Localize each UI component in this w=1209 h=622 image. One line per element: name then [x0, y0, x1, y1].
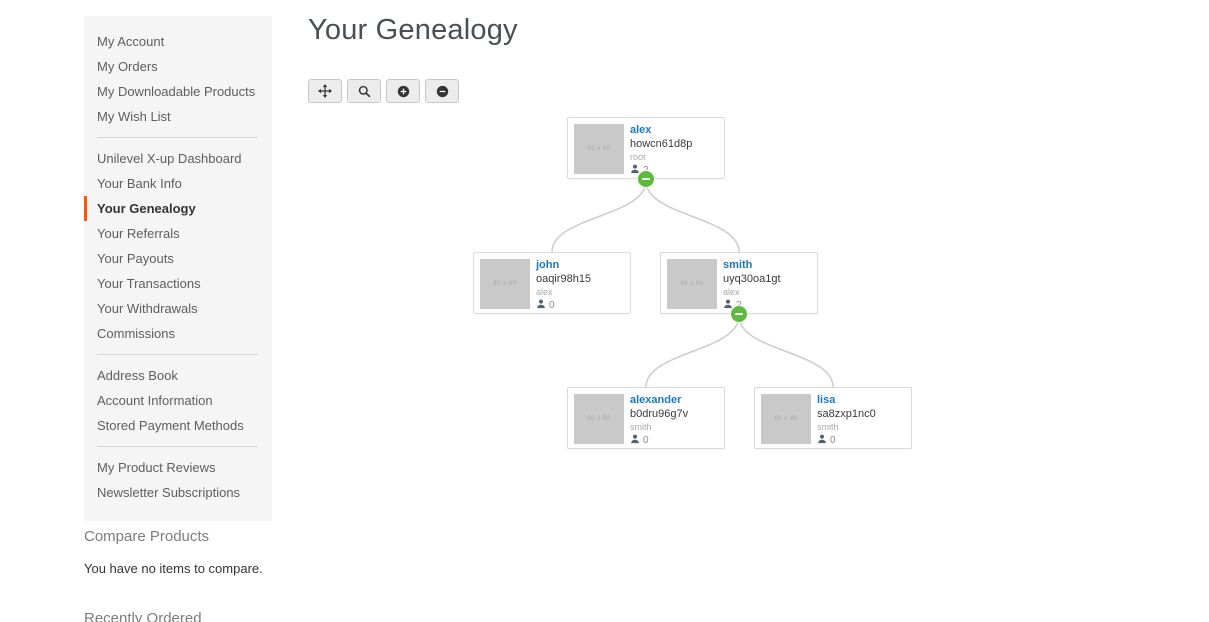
sidebar-item-my-orders[interactable]: My Orders: [97, 59, 158, 74]
collapse-node-button[interactable]: [638, 171, 654, 187]
person-icon: [817, 434, 827, 448]
member-downline-count: 0: [817, 434, 876, 448]
sidebar-item-your-bank-info[interactable]: Your Bank Info: [97, 176, 182, 191]
sidebar-item-my-wish-list[interactable]: My Wish List: [97, 109, 171, 124]
member-info: smith uyq30oa1gt alex 2: [723, 258, 781, 313]
member-referral-code: uyq30oa1gt: [723, 273, 781, 285]
member-name-link[interactable]: john: [536, 259, 560, 271]
sidebar-item-your-withdrawals[interactable]: Your Withdrawals: [97, 301, 198, 316]
member-downline-count: 2: [723, 299, 781, 313]
minus-icon: [642, 178, 650, 180]
member-name-link[interactable]: smith: [723, 259, 753, 271]
member-downline-count: 0: [536, 299, 591, 313]
member-info: alexander b0dru96g7v smith 0: [630, 393, 688, 448]
sidebar-item-my-account[interactable]: My Account: [97, 34, 165, 49]
sidebar-divider: [97, 354, 258, 355]
sidebar-item-unilevel-x-up-dashboard[interactable]: Unilevel X-up Dashboard: [97, 151, 242, 166]
person-icon: [536, 299, 546, 313]
tree-link: [645, 180, 740, 253]
sidebar-item-account-information[interactable]: Account Information: [97, 393, 213, 408]
member-info: lisa sa8zxp1nc0 smith 0: [817, 393, 876, 448]
tree-node-alex: 60 x 60 alex howcn61d8p root 2: [567, 117, 725, 179]
compare-products-title: Compare Products: [84, 528, 210, 545]
member-sponsor-label: root: [630, 152, 646, 162]
member-avatar-placeholder: 60 x 60: [574, 394, 624, 444]
zoom-out-button[interactable]: [425, 79, 459, 103]
member-referral-code: oaqir98h15: [536, 273, 592, 285]
tree-node-alexander: 60 x 60 alexander b0dru96g7v smith 0: [567, 387, 725, 449]
pan-button[interactable]: [308, 79, 342, 103]
sidebar-item-your-payouts[interactable]: Your Payouts: [97, 251, 174, 266]
sidebar-item-my-product-reviews[interactable]: My Product Reviews: [97, 460, 216, 475]
member-sponsor-label: alex: [536, 287, 553, 297]
tree-link: [645, 315, 740, 388]
sidebar-item-commissions[interactable]: Commissions: [97, 326, 176, 341]
member-downline-count: 2: [630, 164, 692, 178]
page-title: Your Genealogy: [308, 14, 518, 46]
account-sidebar: My Account My Orders My Downloadable Produ…: [84, 16, 272, 521]
member-referral-code: howcn61d8p: [630, 138, 693, 150]
minus-circle-icon: [436, 85, 449, 98]
member-sponsor-label: alex: [723, 287, 740, 297]
sidebar-item-newsletter-subscriptions[interactable]: Newsletter Subscriptions: [97, 485, 241, 500]
compare-empty-message: You have no items to compare.: [84, 561, 263, 576]
zoom-in-button[interactable]: [386, 79, 420, 103]
person-icon: [630, 164, 640, 178]
member-avatar-placeholder: 60 x 60: [761, 394, 811, 444]
move-icon: [318, 84, 332, 98]
member-avatar-placeholder: 60 x 60: [480, 259, 530, 309]
member-name-link[interactable]: alex: [630, 124, 652, 136]
sidebar-divider: [97, 446, 258, 447]
person-icon: [723, 299, 733, 313]
member-info: john oaqir98h15 alex 0: [536, 258, 591, 313]
search-icon: [358, 85, 371, 98]
person-icon: [630, 434, 640, 448]
collapse-node-button[interactable]: [731, 306, 747, 322]
search-button[interactable]: [347, 79, 381, 103]
tree-toolbar: [308, 79, 459, 103]
sidebar-item-stored-payment-methods[interactable]: Stored Payment Methods: [97, 418, 244, 433]
minus-icon: [735, 313, 743, 315]
sidebar-item-your-genealogy[interactable]: Your Genealogy: [84, 196, 272, 221]
sidebar-item-address-book[interactable]: Address Book: [97, 368, 178, 383]
member-avatar-placeholder: 60 x 60: [667, 259, 717, 309]
member-name-link[interactable]: alexander: [630, 394, 682, 406]
member-name-link[interactable]: lisa: [817, 394, 836, 406]
compare-products-block: Compare Products: [84, 528, 344, 545]
member-sponsor-label: smith: [630, 422, 652, 432]
member-sponsor-label: smith: [817, 422, 839, 432]
tree-link: [551, 180, 647, 253]
sidebar-item-your-transactions[interactable]: Your Transactions: [97, 276, 201, 291]
sidebar-item-your-referrals[interactable]: Your Referrals: [97, 226, 180, 241]
tree-node-lisa: 60 x 60 lisa sa8zxp1nc0 smith 0: [754, 387, 912, 449]
tree-link: [738, 315, 834, 388]
recently-ordered-title: Recently Ordered: [84, 610, 202, 622]
tree-node-john: 60 x 60 john oaqir98h15 alex 0: [473, 252, 631, 314]
sidebar-divider: [97, 137, 258, 138]
plus-circle-icon: [397, 85, 410, 98]
tree-node-smith: 60 x 60 smith uyq30oa1gt alex 2: [660, 252, 818, 314]
member-info: alex howcn61d8p root 2: [630, 123, 692, 178]
member-avatar-placeholder: 60 x 60: [574, 124, 624, 174]
member-referral-code: b0dru96g7v: [630, 408, 689, 420]
sidebar-item-my-downloadable-products[interactable]: My Downloadable Products: [97, 84, 256, 99]
member-downline-count: 0: [630, 434, 688, 448]
member-referral-code: sa8zxp1nc0: [817, 408, 876, 420]
